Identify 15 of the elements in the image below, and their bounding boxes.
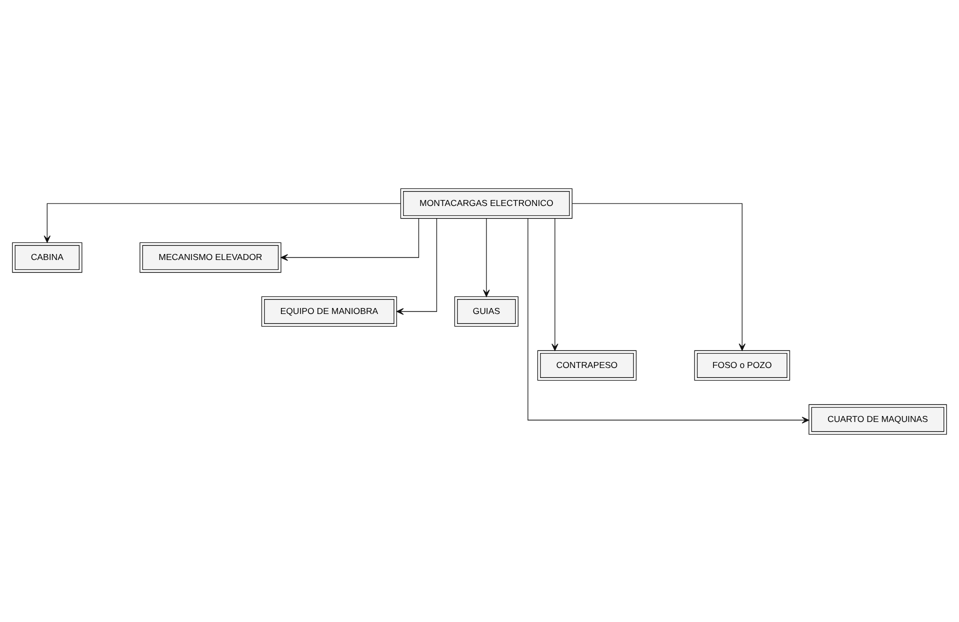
node-box: MECANISMO ELEVADOR — [140, 242, 282, 272]
node-box: EQUIPO DE MANIOBRA — [261, 296, 398, 326]
arrow — [280, 218, 420, 260]
node-box: CABINA — [12, 242, 82, 272]
node-box: FOSO o POZO — [694, 350, 790, 380]
arrow — [483, 218, 490, 296]
arrow — [396, 218, 438, 314]
arrow — [528, 218, 810, 423]
node-box: GUIAS — [454, 296, 518, 326]
arrow — [44, 202, 402, 242]
arrow — [572, 202, 746, 350]
node-box: CONTRAPESO — [537, 350, 637, 380]
node-box: MONTACARGAS ELECTRONICO — [400, 188, 572, 218]
node-box: CUARTO DE MAQUINAS — [808, 404, 947, 434]
arrow — [552, 218, 558, 350]
